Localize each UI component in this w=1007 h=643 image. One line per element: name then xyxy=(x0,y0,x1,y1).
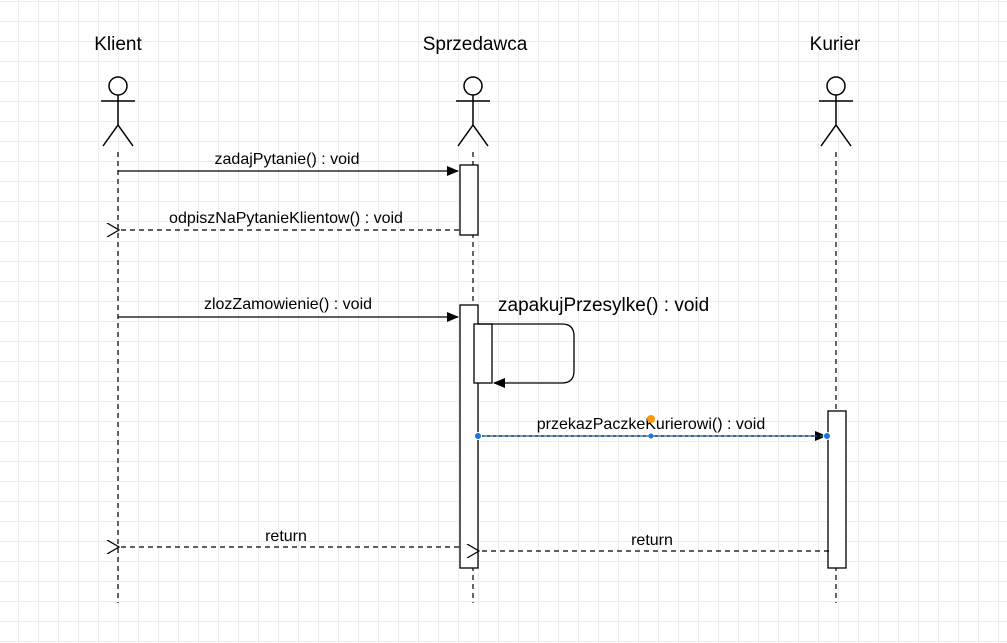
self-activation-bar[interactable] xyxy=(473,323,493,384)
label-move-handle[interactable] xyxy=(647,415,655,423)
message-return-kurier[interactable]: return xyxy=(479,532,829,551)
message-label: zlozZamowienie() : void xyxy=(204,296,372,313)
message-zadaj-pytanie[interactable]: zadajPytanie() : void xyxy=(118,151,459,176)
participant-klient[interactable]: Klient xyxy=(94,34,142,603)
message-return-klient[interactable]: return xyxy=(119,528,459,547)
message-zloz-zamowienie[interactable]: zlozZamowienie() : void xyxy=(118,296,459,322)
selection-handle-mid[interactable] xyxy=(648,433,654,439)
message-label: return xyxy=(631,532,673,549)
activation-bar[interactable] xyxy=(827,410,847,569)
message-arrow xyxy=(478,323,575,388)
actor-icon xyxy=(101,76,135,147)
participant-label: Sprzedawca xyxy=(423,34,528,55)
activation-bar[interactable] xyxy=(459,164,479,236)
message-label: przekazPaczkeKurierowi() : void xyxy=(537,416,766,433)
message-przekaz-paczke[interactable]: przekazPaczkeKurierowi() : void xyxy=(474,415,831,441)
message-self-zapakuj[interactable]: zapakujPrzesylke() : void xyxy=(478,295,709,388)
actor-icon xyxy=(819,76,853,147)
message-label: return xyxy=(265,528,307,545)
participant-label: Kurier xyxy=(810,34,861,55)
selection-handle-end[interactable] xyxy=(823,432,831,440)
actor-icon xyxy=(456,76,490,147)
selection-handle-start[interactable] xyxy=(474,432,482,440)
message-odpisz[interactable]: odpiszNaPytanieKlientow() : void xyxy=(119,210,459,230)
message-label: zapakujPrzesylke() : void xyxy=(498,295,709,316)
participant-label: Klient xyxy=(94,34,142,55)
message-label: zadajPytanie() : void xyxy=(215,151,360,168)
message-label: odpiszNaPytanieKlientow() : void xyxy=(169,210,403,227)
participant-kurier[interactable]: Kurier xyxy=(810,34,861,603)
